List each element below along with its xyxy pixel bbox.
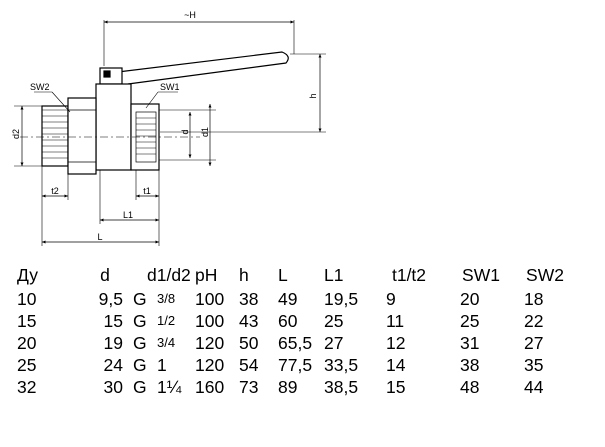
cell-dn: 25 <box>17 354 37 375</box>
cell-dn: 20 <box>17 332 37 353</box>
cell-t: 9 <box>386 288 396 309</box>
cell-sw1: 31 <box>460 332 480 353</box>
cell-d: 19 <box>103 332 123 353</box>
cell-ph: 100 <box>195 288 225 309</box>
cell-sw1: 20 <box>460 288 480 309</box>
table-row: 25 24 G 1 120 54 77,5 33,5 14 38 35 <box>0 354 574 376</box>
thread-fraction: 1 <box>157 354 167 375</box>
cell-ph: 120 <box>195 332 225 353</box>
table-header-row: Ду d d1/d2 pH h L L1 t1/t2 SW1 SW2 <box>0 262 574 288</box>
cell-t: 15 <box>386 376 406 397</box>
cell-L: 89 <box>278 376 298 397</box>
hex-sw2 <box>67 97 97 175</box>
dimensions-table: Ду d d1/d2 pH h L L1 t1/t2 SW1 SW2 10 9,… <box>0 262 574 398</box>
header-d1d2: d1/d2 <box>147 264 191 285</box>
cell-thread-size: 3/8 <box>157 288 195 310</box>
dim-label-h: h <box>308 93 318 98</box>
cell-d: 9,5 <box>98 288 123 309</box>
cell-h: 38 <box>239 288 259 309</box>
dim-label-t1: t1 <box>143 186 151 196</box>
cell-dn: 32 <box>17 376 37 397</box>
dim-label-d2: d2 <box>11 129 21 139</box>
table-row: 15 15 G 1/2 100 43 60 25 11 25 22 <box>0 310 574 332</box>
cell-sw1: 48 <box>460 376 480 397</box>
cell-sw2: 27 <box>524 332 544 353</box>
cell-g: G <box>133 310 147 331</box>
cell-dn: 15 <box>17 310 37 331</box>
cell-h: 43 <box>239 310 259 331</box>
dim-label-sw1: SW1 <box>160 82 180 92</box>
cell-g: G <box>133 354 147 375</box>
cell-L1: 38,5 <box>324 376 359 397</box>
dim-label-d1: d1 <box>200 127 210 137</box>
ball-valve-drawing: ~H h SW2 SW1 d d1 d2 t2 t1 L1 L <box>11 10 326 246</box>
dim-label-d: d <box>180 129 190 134</box>
cell-thread-size: 1¼ <box>157 376 195 398</box>
cell-L1: 25 <box>324 310 344 331</box>
cell-h: 50 <box>239 332 259 353</box>
header-h: h <box>239 264 249 285</box>
cell-L: 49 <box>278 288 298 309</box>
cell-h: 73 <box>239 376 259 397</box>
handle-nut <box>99 67 123 85</box>
cell-sw1: 25 <box>460 310 480 331</box>
cell-sw1: 38 <box>460 354 480 375</box>
cell-L: 77,5 <box>278 354 313 375</box>
header-d: d <box>100 264 110 285</box>
male-thread-end <box>41 105 69 167</box>
cell-sw2: 22 <box>524 310 544 331</box>
table-row: 10 9,5 G 3/8 100 38 49 19,5 9 20 18 <box>0 288 574 310</box>
cell-ph: 100 <box>195 310 225 331</box>
thread-fraction: 3/4 <box>157 334 176 350</box>
cell-g: G <box>133 332 147 353</box>
header-dn: Ду <box>17 264 38 285</box>
cell-h: 54 <box>239 354 259 375</box>
cell-L1: 33,5 <box>324 354 359 375</box>
header-L: L <box>278 264 288 285</box>
cell-L: 60 <box>278 310 298 331</box>
cell-thread-size: 1 <box>157 354 195 376</box>
cell-d: 24 <box>103 354 123 375</box>
cell-L1: 27 <box>324 332 344 353</box>
cell-g: G <box>133 376 147 397</box>
cell-thread-size: 3/4 <box>157 332 195 354</box>
cell-d: 30 <box>103 376 123 397</box>
table-row: 20 19 G 3/4 120 50 65,5 27 12 31 27 <box>0 332 574 354</box>
cell-d: 15 <box>103 310 123 331</box>
thread-fraction: 1/2 <box>157 312 176 328</box>
header-t1t2: t1/t2 <box>391 264 427 285</box>
cell-sw2: 35 <box>524 354 544 375</box>
valve-handle <box>117 51 289 85</box>
cell-L: 65,5 <box>278 332 313 353</box>
cell-t: 11 <box>386 310 405 331</box>
thread-fraction: 3/8 <box>157 290 176 306</box>
cell-t: 14 <box>386 354 406 375</box>
header-sw2: SW2 <box>526 264 564 285</box>
dim-label-t2: t2 <box>51 186 59 196</box>
cell-g: G <box>133 288 147 309</box>
header-sw1: SW1 <box>462 264 500 285</box>
valve-body <box>95 83 132 171</box>
header-L1: L1 <box>324 264 344 285</box>
dim-label-L1: L1 <box>123 210 133 220</box>
header-ph: pH <box>195 264 218 285</box>
cell-sw2: 44 <box>524 376 544 397</box>
dim-label-sw2: SW2 <box>30 82 50 92</box>
cell-L1: 19,5 <box>324 288 359 309</box>
dim-label-L: L <box>97 232 102 242</box>
table-row: 32 30 G 1¼ 160 73 89 38,5 15 48 44 <box>0 376 574 398</box>
cell-dn: 10 <box>17 288 37 309</box>
dim-label-H: ~H <box>184 10 196 20</box>
cell-ph: 120 <box>195 354 225 375</box>
cell-thread-size: 1/2 <box>157 310 195 332</box>
cell-sw2: 18 <box>524 288 544 309</box>
thread-fraction: 1¼ <box>157 376 182 397</box>
cell-t: 12 <box>386 332 406 353</box>
cell-ph: 160 <box>195 376 225 397</box>
